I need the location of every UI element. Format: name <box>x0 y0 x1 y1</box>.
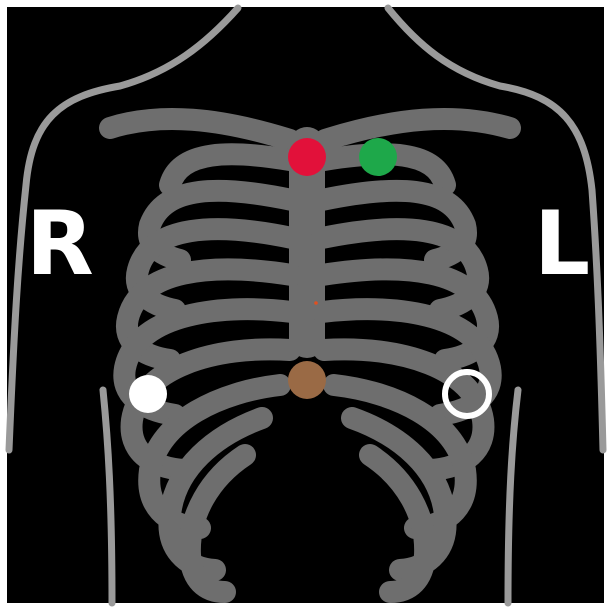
sternum-marker <box>314 301 318 305</box>
electrode-green <box>359 138 397 176</box>
electrode-white <box>129 375 167 413</box>
electrode-brown <box>288 361 326 399</box>
electrode-red <box>288 138 326 176</box>
right-side-label: R <box>26 192 94 295</box>
left-side-label: L <box>534 192 590 295</box>
